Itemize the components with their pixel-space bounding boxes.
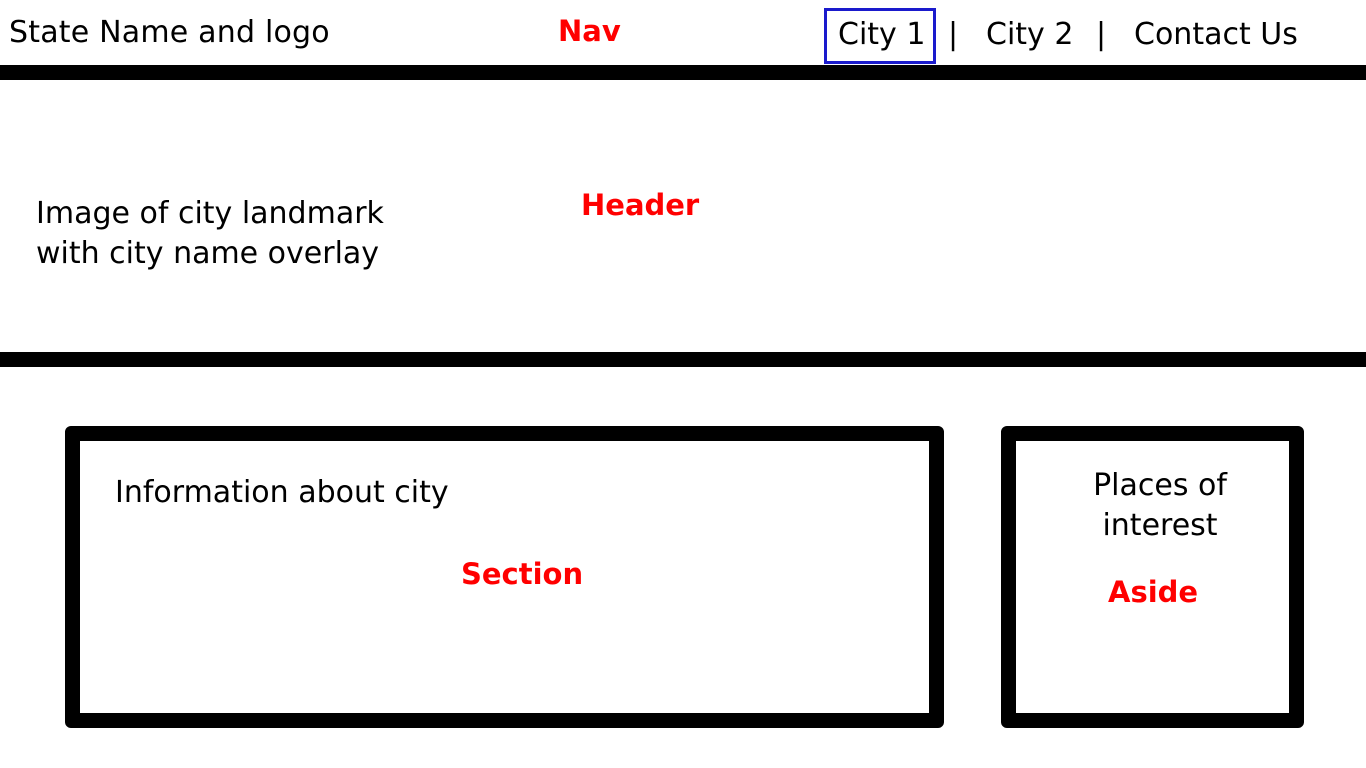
aside-box — [1001, 426, 1304, 728]
aside-text: Places of interest — [1016, 466, 1304, 546]
aside-text-line-1: Places of — [1093, 468, 1227, 503]
header-text-line-2: with city name overlay — [36, 236, 380, 271]
aside-text-line-2: interest — [1102, 508, 1218, 543]
nav-region-label: Nav — [558, 14, 621, 48]
nav-separator: | — [948, 17, 959, 52]
section-region-label: Section — [461, 557, 584, 591]
header-divider — [0, 352, 1366, 367]
active-link-highlight — [824, 8, 936, 64]
nav-separator: | — [1096, 17, 1107, 52]
state-name-logo[interactable]: State Name and logo — [9, 15, 330, 50]
header-region-label: Header — [581, 188, 700, 222]
header-text-line-1: Image of city landmark — [36, 196, 384, 231]
nav-link-city-1[interactable]: City 1 — [838, 17, 926, 52]
header-image-placeholder: Image of city landmark with city name ov… — [36, 194, 384, 274]
nav-link-city-2[interactable]: City 2 — [986, 17, 1074, 52]
nav-link-contact-us[interactable]: Contact Us — [1134, 17, 1298, 52]
aside-region-label: Aside — [1108, 575, 1199, 609]
section-box — [65, 426, 944, 728]
nav-divider — [0, 65, 1366, 80]
section-text: Information about city — [115, 475, 449, 510]
